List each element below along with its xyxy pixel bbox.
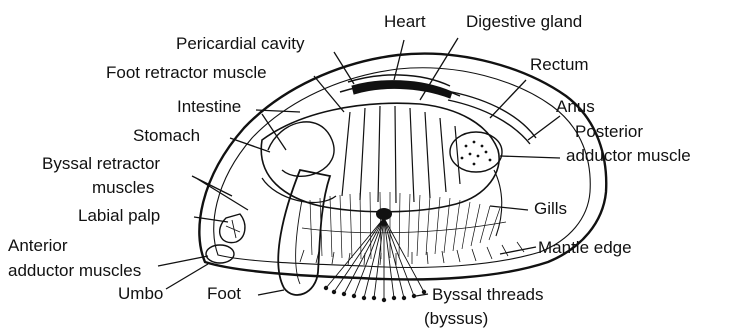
label-labial-palp: Labial palp (78, 206, 160, 225)
label-anus: Anus (556, 97, 595, 116)
label-posterior-adductor-line1: Posterior (575, 122, 643, 141)
label-pericardial-cavity: Pericardial cavity (176, 34, 305, 53)
label-byssal-threads-line1: Byssal threads (432, 285, 544, 304)
label-posterior-adductor-line2: adductor muscle (566, 146, 691, 165)
label-intestine: Intestine (177, 97, 241, 116)
labels: Heart Digestive gland Pericardial cavity… (8, 12, 691, 328)
label-foot: Foot (207, 284, 241, 303)
label-gills: Gills (534, 199, 567, 218)
label-byssal-retractor-line2: muscles (92, 178, 154, 197)
label-byssal-retractor-line1: Byssal retractor (42, 154, 160, 173)
label-anterior-adductor-line2: adductor muscles (8, 261, 141, 280)
label-foot-retractor-muscle: Foot retractor muscle (106, 63, 267, 82)
label-mantle-edge: Mantle edge (538, 238, 632, 257)
label-anterior-adductor-line1: Anterior (8, 236, 68, 255)
mussel-anatomy-illustration (199, 54, 606, 303)
label-digestive-gland: Digestive gland (466, 12, 582, 31)
label-rectum: Rectum (530, 55, 589, 74)
label-heart: Heart (384, 12, 426, 31)
label-umbo: Umbo (118, 284, 163, 303)
label-byssal-threads-line2: (byssus) (424, 309, 488, 328)
byssal-threads (326, 218, 424, 300)
label-stomach: Stomach (133, 126, 200, 145)
